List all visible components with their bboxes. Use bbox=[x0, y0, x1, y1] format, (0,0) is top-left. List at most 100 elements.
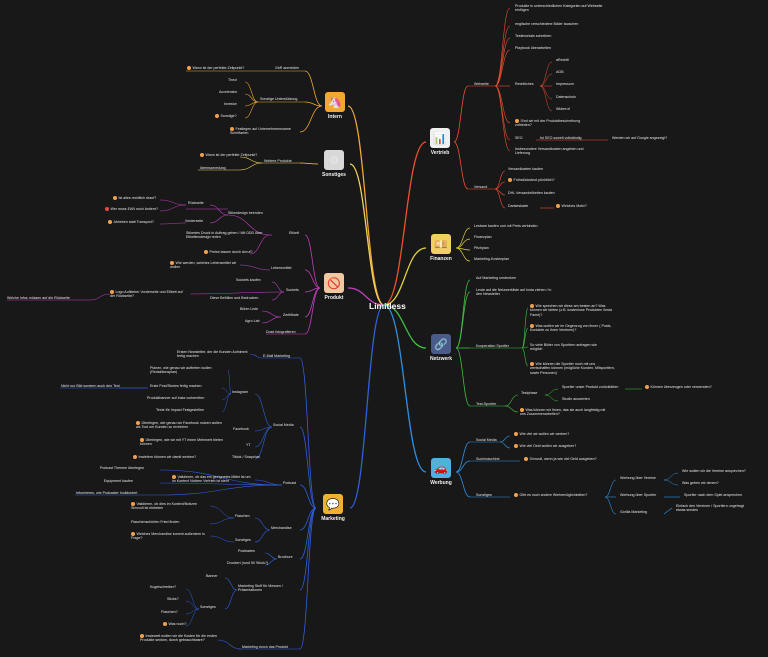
topic-node[interactable]: Preise lassen durch Anruf? bbox=[204, 250, 252, 255]
topic-node[interactable]: Sticks? bbox=[167, 597, 179, 601]
branch-vertrieb[interactable]: 📊 Vertrieb bbox=[426, 126, 454, 158]
topic-node[interactable]: Marketing-Kostenplan bbox=[474, 257, 509, 261]
topic-node[interactable]: Nicht nur Bild sondern auch den Text bbox=[61, 384, 120, 388]
topic-node[interactable]: Werbung über Sportler bbox=[620, 493, 657, 497]
topic-node[interactable]: aRechtli bbox=[556, 58, 569, 62]
topic-node[interactable]: Validieren, ob dies im Kontext/Notizen S… bbox=[131, 502, 197, 511]
topic-node[interactable]: Dankeskarte bbox=[508, 204, 529, 208]
topic-node[interactable]: Kugelschreiber? bbox=[150, 585, 176, 589]
topic-node[interactable]: Test-Sportler bbox=[476, 402, 497, 406]
topic-node[interactable]: Sonstiges bbox=[476, 493, 492, 497]
topic-node[interactable]: Werbung über Vereine bbox=[620, 476, 656, 480]
topic-node[interactable]: Kooperation Sportler bbox=[476, 344, 509, 348]
topic-node[interactable]: Produktbanner auf Insta vorbereiten bbox=[147, 396, 205, 400]
topic-node[interactable]: englische verschiedene Bilder tauschen bbox=[515, 22, 579, 26]
topic-node[interactable]: Agro Lab bbox=[245, 319, 260, 323]
topic-node[interactable]: Dose fotografieren bbox=[266, 330, 296, 334]
topic-node[interactable]: Wann ist der perfekte Zeitpunkt? bbox=[187, 66, 244, 71]
topic-node[interactable]: Lebensmittel bbox=[271, 266, 292, 270]
topic-node[interactable]: Sonstige Unterstützung bbox=[260, 97, 298, 101]
topic-node[interactable]: Suchmaschine bbox=[476, 457, 500, 461]
topic-node[interactable]: Was geben wir denen? bbox=[682, 481, 719, 485]
topic-node[interactable]: Wer muss EAN noch ändern? bbox=[105, 207, 158, 212]
topic-node[interactable]: Accelerator bbox=[219, 90, 238, 94]
topic-node[interactable]: Flaschen? bbox=[161, 610, 178, 614]
topic-node[interactable]: Rückseite bbox=[188, 201, 204, 205]
topic-node[interactable]: Social Media bbox=[273, 423, 294, 427]
topic-node[interactable]: Social Media bbox=[476, 438, 497, 442]
root-node[interactable]: Limitless bbox=[369, 301, 406, 311]
topic-node[interactable]: Finanzplan bbox=[474, 235, 492, 239]
topic-node[interactable]: Tiktok / Snapchat bbox=[232, 455, 260, 459]
topic-node[interactable]: Informieren, wie Podcaster funktioniert bbox=[76, 491, 138, 495]
topic-node[interactable]: Wann ist der perfekte Zeitpunkt? bbox=[200, 153, 257, 158]
topic-node[interactable]: Postkarten bbox=[238, 549, 256, 553]
topic-node[interactable]: YT bbox=[246, 443, 251, 447]
topic-node[interactable]: Datenschutz bbox=[556, 95, 576, 99]
topic-node[interactable]: Brochure bbox=[278, 555, 293, 559]
topic-node[interactable]: Webseite bbox=[474, 82, 489, 86]
topic-node[interactable]: Pitchplan bbox=[474, 246, 489, 250]
topic-node[interactable]: Zertifikate bbox=[283, 313, 299, 317]
topic-node[interactable]: Lesbare kaufen und mit Preis verbinden bbox=[474, 224, 538, 228]
topic-node[interactable]: Logo Aufkleber Vorderseite und Etikett a… bbox=[110, 290, 183, 299]
topic-node[interactable]: GbR anmelden bbox=[275, 66, 300, 70]
topic-node[interactable]: Sonstiges bbox=[235, 538, 251, 542]
topic-node[interactable]: Festlegen auf Unternehmensname Schriftar… bbox=[230, 127, 291, 136]
branch-werbung[interactable]: 🚗 Werbung bbox=[426, 456, 456, 488]
topic-node[interactable]: Abheben statt Transport? bbox=[108, 220, 154, 225]
branch-marketing[interactable]: 💬 Marketing bbox=[316, 492, 350, 524]
topic-node[interactable]: Was können wir Ihnen, das sie auch langf… bbox=[520, 408, 606, 417]
topic-node[interactable]: Erste Post/Stories fertig machen bbox=[150, 384, 202, 388]
topic-node[interactable]: Testimonials schreiben bbox=[515, 34, 552, 38]
topic-node[interactable]: Bühm Liste bbox=[240, 307, 258, 311]
topic-node[interactable]: Versandkarten kaufen bbox=[508, 167, 543, 171]
topic-node[interactable]: Diese Befüllen und Bedrucken bbox=[210, 296, 259, 300]
topic-node[interactable]: Was wollen wir im Gegenzug von ihnen ( P… bbox=[530, 324, 612, 333]
topic-node[interactable]: Instagram bbox=[232, 390, 248, 394]
topic-node[interactable]: E-Mail Marketing bbox=[263, 354, 290, 358]
topic-node[interactable]: Testphase bbox=[521, 391, 538, 395]
topic-node[interactable]: Ist SEO soweit vollständig bbox=[540, 136, 582, 140]
topic-node[interactable]: Weitere Produkte bbox=[264, 159, 292, 163]
topic-node[interactable]: Leute auf die Netzwerkliste auf Insta zi… bbox=[476, 288, 552, 297]
topic-node[interactable]: Insbesondere Versandkosten angeben und L… bbox=[515, 147, 584, 156]
topic-node[interactable]: Produkte in unterschiedlichen Kategorien… bbox=[515, 4, 603, 13]
topic-node[interactable]: Versand bbox=[474, 185, 488, 189]
topic-node[interactable]: Equipment kaufen bbox=[104, 479, 133, 483]
topic-node[interactable]: Was noch? bbox=[163, 622, 186, 627]
topic-node[interactable]: Wie können die Sportler noch mit uns wer… bbox=[530, 362, 615, 375]
topic-node[interactable]: Sockets bbox=[286, 288, 299, 292]
topic-node[interactable]: Gibt es noch andere Werbemöglichkeiten? bbox=[514, 493, 587, 498]
topic-node[interactable]: Welche Infos müssen auf die Rückseite bbox=[7, 296, 70, 300]
topic-node[interactable]: Impressum bbox=[556, 82, 574, 86]
topic-node[interactable]: Etikett bbox=[289, 231, 299, 235]
topic-node[interactable]: Merchandise bbox=[271, 526, 292, 530]
topic-node[interactable]: Sonstige? bbox=[215, 114, 236, 119]
topic-node[interactable]: Ist alles rechtlich drauf? bbox=[113, 196, 156, 201]
topic-node[interactable]: Marketing Stuff für Messen / Präsentatio… bbox=[238, 584, 283, 593]
topic-node[interactable]: Wie werden, welches Lebensmittel wir wol… bbox=[170, 261, 237, 270]
topic-node[interactable]: Auf Marketing umdenken bbox=[476, 276, 516, 280]
topic-node[interactable]: Validieren, ob das ein geeignetes Mittel… bbox=[172, 475, 251, 484]
topic-node[interactable]: Podcast Themen überlegen bbox=[100, 466, 145, 470]
topic-node[interactable]: Flaschen bbox=[235, 514, 250, 518]
topic-node[interactable]: Sockets kaufen bbox=[236, 278, 261, 282]
topic-node[interactable]: Stikertes Druck in Auftrag geben / Mit D… bbox=[186, 231, 263, 240]
branch-produkt[interactable]: 🚫 Produkt bbox=[320, 270, 348, 304]
topic-node[interactable]: Wie viel Geld wollen wir ausgeben? bbox=[514, 444, 576, 449]
topic-node[interactable]: DHL Versandetiketten kaufen bbox=[508, 191, 555, 195]
topic-node[interactable]: Wie viel wir wollen wir werben? bbox=[514, 432, 569, 437]
topic-node[interactable]: Widerruf bbox=[556, 107, 570, 111]
topic-node[interactable]: Welches Motiv? bbox=[556, 204, 587, 209]
topic-node[interactable]: AGB bbox=[556, 70, 564, 74]
topic-node[interactable]: Planen, wie genau wir auftreten wollen (… bbox=[150, 366, 212, 375]
topic-node[interactable]: Texte für Impact Festgestellen bbox=[156, 408, 204, 412]
topic-node[interactable]: Investor bbox=[224, 102, 237, 106]
topic-node[interactable]: Podcast bbox=[283, 481, 296, 485]
topic-node[interactable]: Wie wollen wir die Vereine ansprechen? bbox=[682, 469, 746, 473]
branch-sonstiges[interactable]: ⚙ Sonstiges bbox=[318, 148, 350, 180]
topic-node[interactable]: Inwiefern können wir damit werben? bbox=[133, 455, 196, 460]
topic-node[interactable]: Facebook bbox=[233, 427, 249, 431]
topic-node[interactable]: Sportler nach dem Spiel ansprechen bbox=[684, 493, 743, 497]
